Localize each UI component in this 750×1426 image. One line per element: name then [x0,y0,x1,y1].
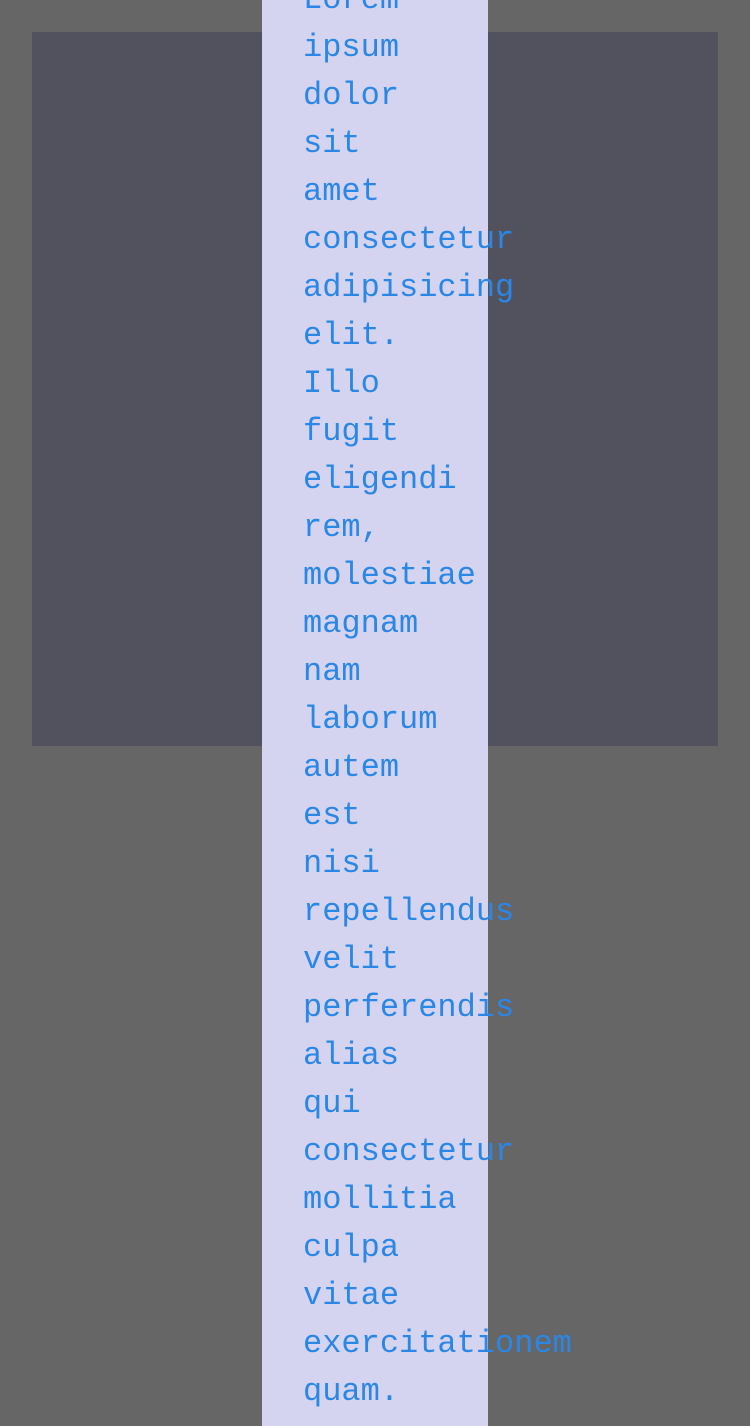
lorem-ipsum-text: Lorem ipsum dolor sit amet consectetur a… [303,0,572,1410]
text-column: Lorem ipsum dolor sit amet consectetur a… [262,0,572,1426]
